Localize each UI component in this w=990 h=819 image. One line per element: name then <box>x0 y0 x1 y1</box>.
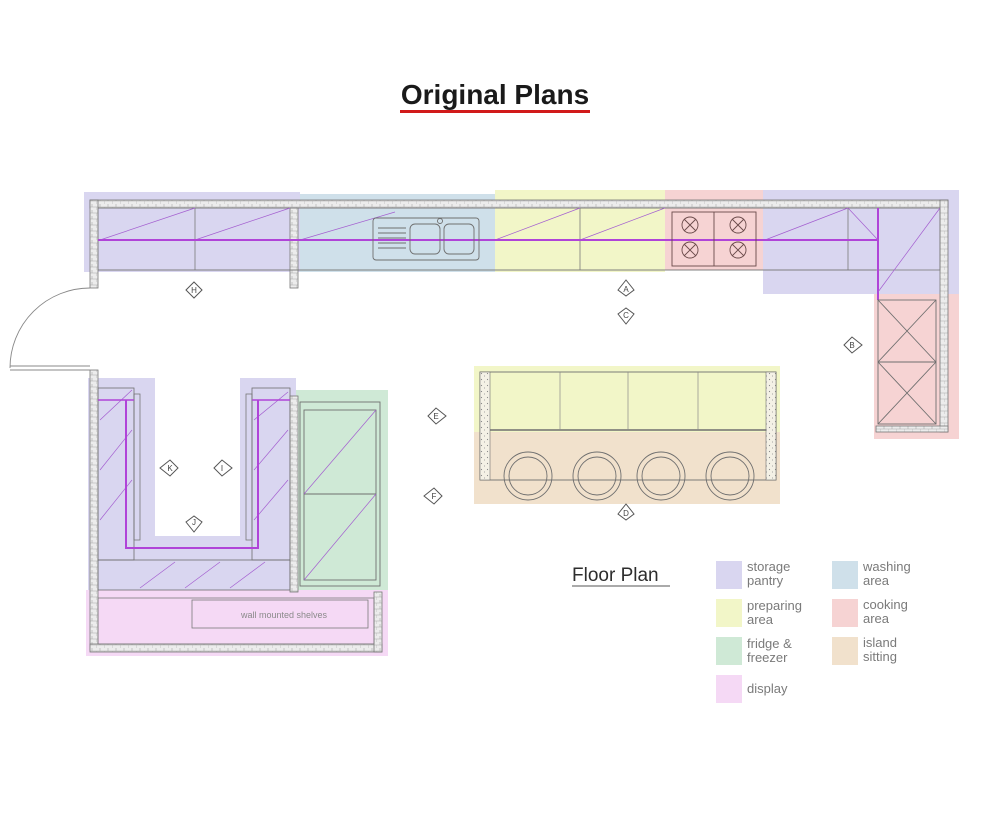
svg-text:E: E <box>433 412 438 421</box>
legend-swatch <box>716 675 742 703</box>
legend-item-display: display <box>716 675 788 703</box>
stove-icon <box>671 211 757 267</box>
svg-text:F: F <box>432 492 437 501</box>
wall-top <box>89 199 949 209</box>
svg-text:cooking: cooking <box>863 597 908 612</box>
marker-f: F <box>423 487 443 505</box>
svg-text:J: J <box>192 518 196 527</box>
svg-text:washing: washing <box>862 559 911 574</box>
floor-plan-heading: Floor Plan <box>572 565 659 586</box>
legend-swatch <box>716 637 742 665</box>
wall-bottom <box>89 643 383 653</box>
stool-icon <box>572 451 622 501</box>
top-counter <box>97 207 941 271</box>
marker-b: B <box>843 336 863 354</box>
svg-text:B: B <box>849 341 854 350</box>
bar-stools <box>503 451 755 501</box>
svg-text:pantry: pantry <box>747 573 784 588</box>
zone-island-sitting <box>474 432 780 504</box>
wall-fridge-column <box>289 395 299 593</box>
fridge-cabinet <box>299 401 381 587</box>
svg-text:H: H <box>191 286 197 295</box>
legend-item-preparing: preparing area <box>716 598 802 627</box>
legend-swatch <box>832 561 858 589</box>
stool-icon <box>705 451 755 501</box>
svg-text:preparing: preparing <box>747 598 802 613</box>
marker-j: J <box>185 515 203 533</box>
svg-text:area: area <box>863 611 890 626</box>
marker-i: I <box>213 459 233 477</box>
zone-storage-u-bottom <box>155 536 240 590</box>
zone-storage-u-right <box>240 378 296 590</box>
marker-k: K <box>159 459 179 477</box>
legend: storage pantry washing area preparing ar… <box>716 559 911 703</box>
svg-text:freezer: freezer <box>747 650 788 665</box>
corner-cabinet-lines <box>847 207 941 293</box>
legend-item-cooking: cooking area <box>832 597 908 627</box>
wall-left-stub <box>89 199 99 289</box>
wall-partition-h <box>289 207 299 289</box>
shelves-label: wall mounted shelves <box>240 610 328 620</box>
wall-right <box>939 199 949 433</box>
svg-text:sitting: sitting <box>863 649 897 664</box>
stool-icon <box>503 451 553 501</box>
legend-swatch <box>716 599 742 627</box>
island <box>479 371 777 501</box>
right-cooking-cabinet <box>877 299 937 425</box>
marker-h: H <box>185 281 203 299</box>
zone-storage-u-left <box>88 378 155 590</box>
svg-text:A: A <box>623 285 629 294</box>
stool-icon <box>636 451 686 501</box>
svg-text:area: area <box>747 612 774 627</box>
view-markers: H A C B E F D K <box>159 279 863 533</box>
svg-text:D: D <box>623 509 629 518</box>
legend-item-storage: storage pantry <box>716 559 790 589</box>
wall-display-right <box>373 591 383 653</box>
svg-text:C: C <box>623 311 629 320</box>
marker-e: E <box>427 407 447 425</box>
svg-text:I: I <box>221 464 223 473</box>
legend-item-fridge: fridge & freezer <box>716 636 792 665</box>
svg-text:storage: storage <box>747 559 790 574</box>
wall-right-cap <box>875 425 949 433</box>
svg-text:fridge &: fridge & <box>747 636 792 651</box>
door-swing-arc <box>9 287 91 369</box>
marker-a: A <box>617 279 635 297</box>
marker-c: C <box>617 307 635 325</box>
svg-text:display: display <box>747 681 788 696</box>
svg-text:island: island <box>863 635 897 650</box>
walls <box>89 199 949 653</box>
svg-text:area: area <box>863 573 890 588</box>
service-line-u <box>125 400 259 549</box>
title-wrap: Original Plans <box>0 80 990 113</box>
zone-fridge <box>296 390 388 590</box>
marker-d: D <box>617 503 635 521</box>
page-title: Original Plans <box>399 80 591 113</box>
zone-fills <box>84 190 959 656</box>
legend-item-washing: washing area <box>832 559 911 589</box>
legend-item-island: island sitting <box>832 635 897 665</box>
wall-left-lower <box>89 369 99 651</box>
legend-swatch <box>832 599 858 627</box>
sink-icon <box>372 217 480 261</box>
legend-swatch <box>832 637 858 665</box>
legend-swatch <box>716 561 742 589</box>
svg-text:K: K <box>167 464 173 473</box>
u-cabinets <box>97 387 291 591</box>
door <box>9 287 91 371</box>
zone-preparing-island <box>474 366 780 432</box>
display-shelves <box>97 597 375 645</box>
